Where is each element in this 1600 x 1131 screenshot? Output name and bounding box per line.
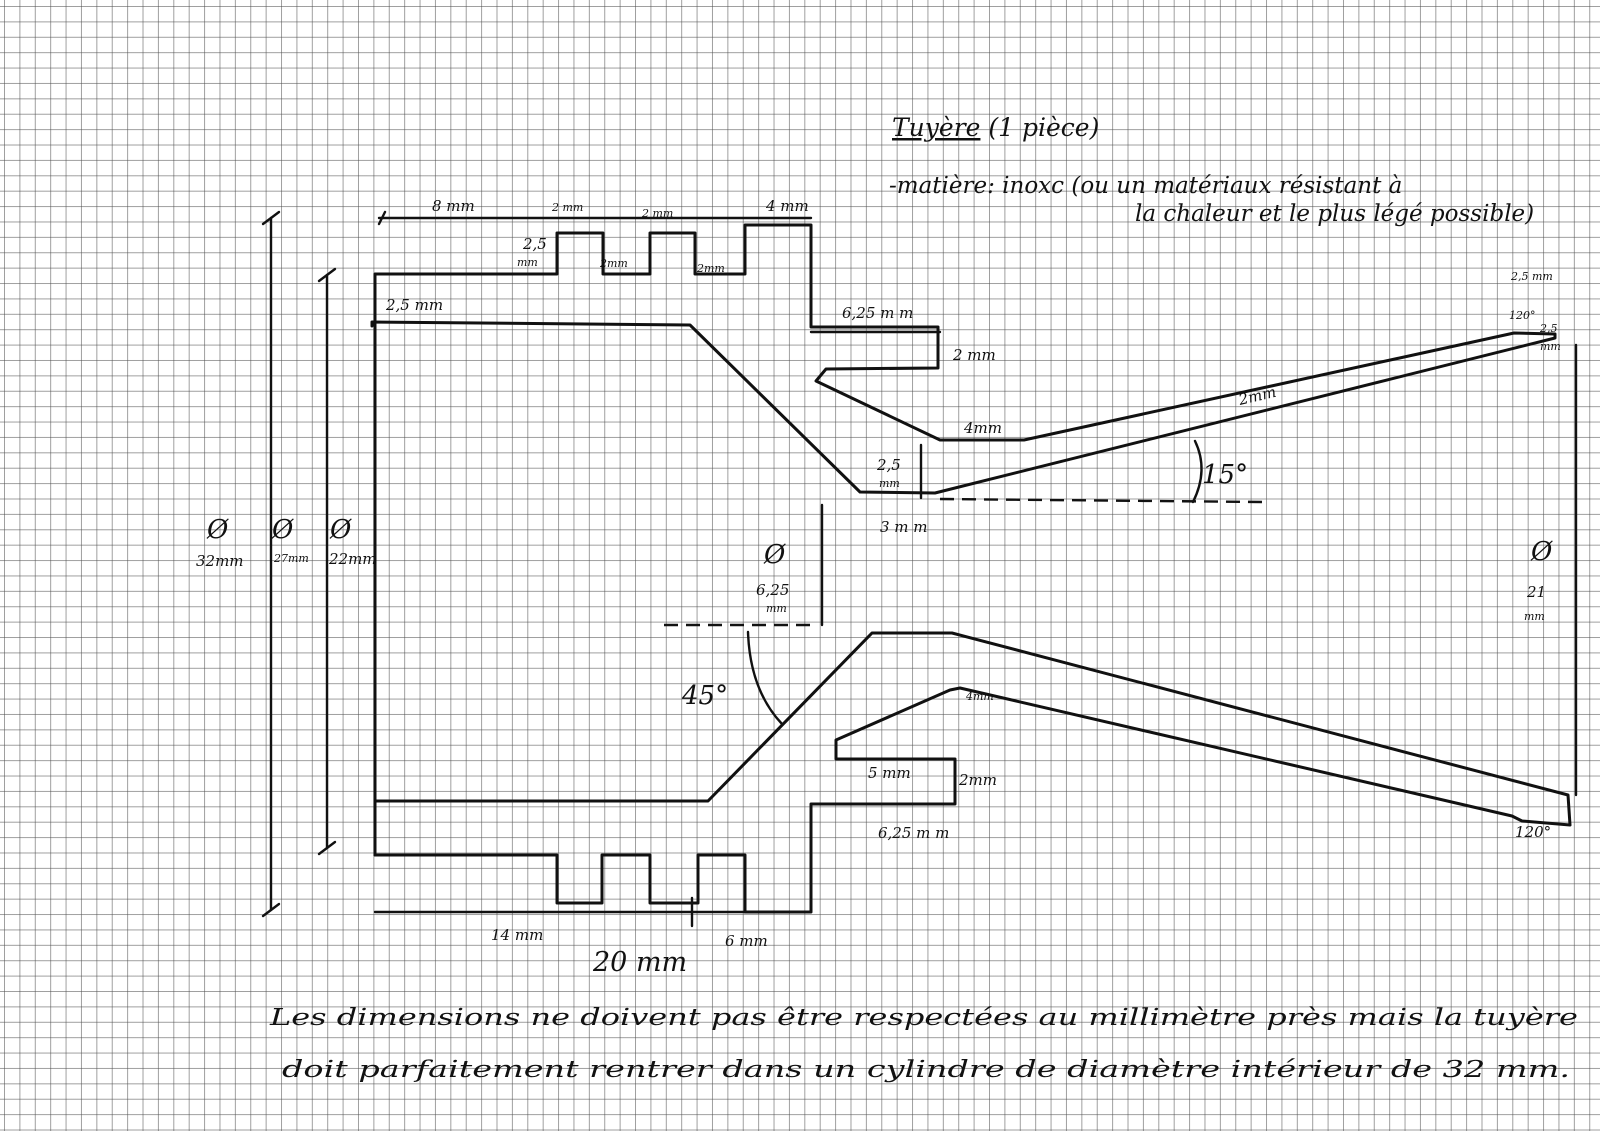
dim-2mm-flange-top: 2 mm (952, 346, 996, 364)
title-rest: (1 pièce) (988, 113, 1099, 142)
material-line-2: la chaleur et le plus légé possible) (1135, 201, 1534, 227)
dim-21-b: mm (1524, 610, 1545, 623)
dim-2-5-tip-b: mm (1540, 340, 1561, 353)
dim-2mm-slot-a: 2mm (599, 257, 628, 270)
dim-6-25-bottom: 6,25 m m (878, 824, 949, 842)
angle-label-15: 15° (1202, 460, 1248, 490)
dim-2mm-b: 2 mm (641, 207, 673, 220)
nozzle-outline-lower (373, 631, 1572, 914)
dim-2-5mm-tip: 2,5 mm (1510, 270, 1553, 283)
dim-2mm-slot-b: 2mm (696, 262, 725, 275)
angle-label-45: 45° (681, 681, 728, 711)
note-line-1: Les dimensions ne doivent pas être respe… (269, 1005, 1578, 1031)
dim-2-5-throat-a: 2,5 (876, 456, 901, 474)
angle-arc-15 (1191, 439, 1203, 504)
dim-line-32-tick-bottom (261, 902, 281, 918)
dim-120-top: 120° (1509, 309, 1536, 322)
angle-arc-45 (746, 630, 784, 726)
note-line-2: doit parfaitement rentrer dans un cylind… (282, 1057, 1570, 1083)
dim-line-32-tick-top (261, 210, 281, 226)
dim-2-5-top-a: 2,5 (522, 235, 547, 253)
material-line-1: -matière: inoxc (ou un matériaux résista… (889, 173, 1402, 199)
dim-14mm: 14 mm (491, 926, 543, 944)
nozzle-outline-upper (370, 223, 1557, 495)
dia-symbol-exit: Ø (1530, 537, 1553, 567)
dim-6-25-top: 6,25 m m (842, 304, 913, 322)
dim-dia-27: 27mm (273, 552, 309, 565)
dim-line-27-tick-top (317, 267, 337, 283)
dim-2mm-a: 2 mm (551, 201, 583, 214)
dim-line-top-width-tick (377, 210, 387, 226)
dim-2mm-wall: 2mm (1236, 383, 1278, 409)
dim-6mm: 6 mm (725, 932, 768, 950)
dim-2-5-top-b: mm (517, 256, 538, 269)
dim-3mm: 3 m m (880, 518, 928, 536)
dim-8mm: 8 mm (432, 197, 475, 215)
dim-2mm-flange-bottom: 2mm (958, 771, 997, 789)
title-label: Tuyère (1 pièce) (892, 113, 1099, 142)
dim-4mm-top: 4 mm (765, 197, 809, 215)
dim-2-5-throat-b: mm (879, 477, 900, 490)
dia-symbol-27: Ø (271, 515, 294, 545)
dim-21-a: 21 (1526, 583, 1546, 601)
dim-line-27-tick-bottom (317, 840, 337, 856)
axis-line-upper (939, 497, 1263, 504)
dia-symbol-32: Ø (206, 515, 229, 545)
dia-symbol-22: Ø (329, 515, 352, 545)
dim-4mm-inner-bottom: 4mm (965, 690, 994, 703)
title-underlined: Tuyère (892, 113, 980, 142)
dim-2-5mm-left: 2,5 mm (385, 296, 443, 314)
dim-6-25-throat-a: 6,25 (756, 581, 789, 599)
dim-5mm: 5 mm (868, 764, 911, 782)
dia-symbol-throat: Ø (763, 540, 786, 570)
dim-2-5-tip-a: 2,5 (1539, 322, 1558, 335)
dim-dia-22: 22mm (328, 550, 377, 568)
dim-120-bottom: 120° (1515, 823, 1551, 841)
dim-4mm-inner-top: 4mm (963, 419, 1002, 437)
dim-6-25-throat-b: mm (766, 602, 787, 615)
dim-dia-32: 32mm (196, 552, 244, 570)
dim-20mm: 20 mm (592, 947, 687, 978)
